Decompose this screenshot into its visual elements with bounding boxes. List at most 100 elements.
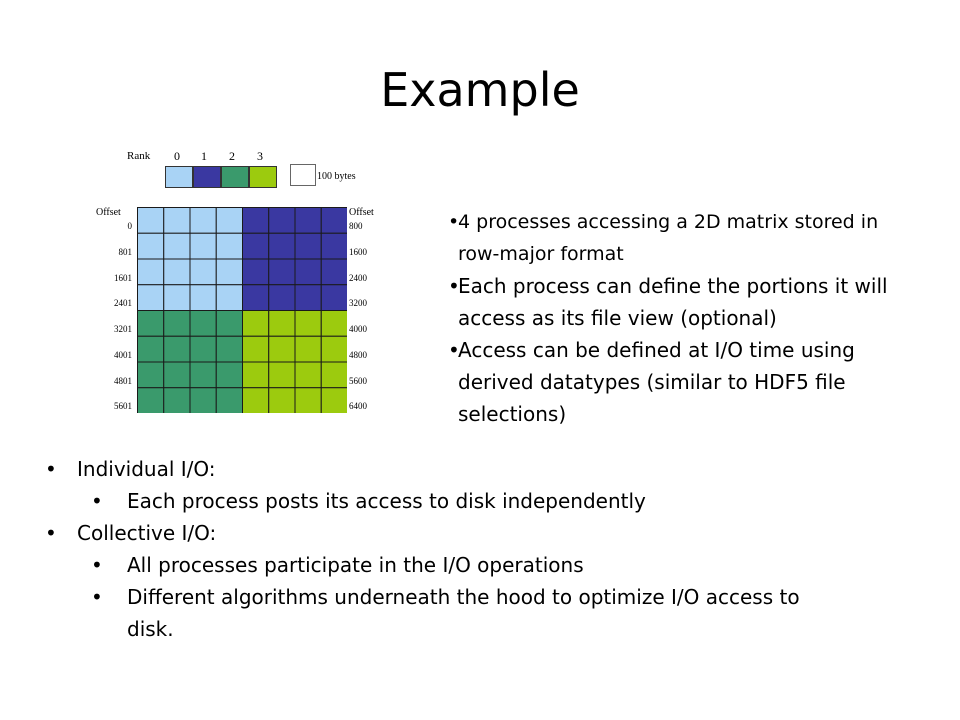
- matrix-cell-rank-0: [189, 207, 217, 234]
- bullet-dot: •: [91, 553, 103, 577]
- matrix-cell-rank-3: [320, 335, 347, 363]
- matrix-cell-rank-0: [215, 232, 243, 260]
- matrix-cell-rank-1: [320, 258, 347, 286]
- matrix-cell-rank-3: [242, 361, 270, 389]
- bullet-collective-io: • Collective I/O:: [45, 517, 925, 549]
- matrix-cell-rank-2: [215, 387, 243, 413]
- bullet-text: Collective I/O:: [77, 521, 217, 545]
- matrix-cell-rank-0: [137, 284, 165, 311]
- matrix-cell-rank-3: [294, 335, 322, 363]
- rank-number-1: 1: [201, 149, 207, 163]
- offset-label-left: 2401: [114, 298, 132, 309]
- bullet-text: All processes participate in the I/O ope…: [127, 553, 584, 577]
- matrix-cell-rank-2: [189, 335, 217, 363]
- offset-label-right: 1600: [349, 246, 367, 257]
- bullet-dot: •: [448, 274, 460, 298]
- matrix-cell-rank-2: [137, 361, 165, 389]
- matrix-cell-rank-2: [163, 361, 191, 389]
- sub-bullet-collective-2: • Different algorithms underneath the ho…: [45, 581, 807, 645]
- offset-label-right: 6400: [349, 401, 367, 412]
- legend-swatch-rank-2: [221, 166, 249, 188]
- matrix-cell-rank-0: [189, 232, 217, 260]
- right-bullet-text: Access can be defined at I/O time using …: [458, 338, 855, 426]
- offset-label-right: 4000: [349, 324, 367, 334]
- right-bullet-item: • 4 processes accessing a 2D matrix stor…: [448, 206, 912, 270]
- matrix-cell-rank-2: [215, 310, 243, 337]
- matrix-cell-rank-1: [320, 207, 347, 234]
- matrix-cell-rank-3: [242, 335, 270, 363]
- rank-number-0: 0: [174, 149, 180, 163]
- matrix-cell-rank-2: [215, 335, 243, 363]
- offset-label-right: 4800: [349, 349, 367, 360]
- matrix-cell-rank-0: [163, 284, 191, 311]
- legend-unit-label: 100 bytes: [317, 171, 356, 182]
- offset-label-left: 801: [118, 246, 133, 257]
- matrix-cell-rank-0: [163, 258, 191, 286]
- offset-label-right: 2400: [349, 272, 367, 283]
- slide-title: Example: [380, 63, 580, 117]
- matrix-cell-rank-1: [268, 207, 296, 234]
- offset-label-right: 3200: [349, 298, 367, 309]
- bullet-dot: •: [91, 585, 103, 609]
- right-bullet-item: • Each process can define the portions i…: [448, 270, 912, 334]
- main-bullet-list: • Individual I/O: • Each process posts i…: [45, 453, 925, 645]
- matrix-cell-rank-2: [163, 310, 191, 337]
- legend-swatch-rank-3: [249, 166, 277, 188]
- matrix-cell-rank-3: [268, 387, 296, 413]
- matrix-cell-rank-1: [320, 284, 347, 311]
- matrix-cell-rank-2: [137, 335, 165, 363]
- offset-label-left: 3201: [114, 324, 132, 334]
- matrix-cell-rank-0: [137, 258, 165, 286]
- right-bullet-list: • 4 processes accessing a 2D matrix stor…: [448, 206, 912, 430]
- matrix-cell-rank-3: [294, 387, 322, 413]
- matrix-cell-rank-3: [294, 310, 322, 337]
- bullet-dot: •: [45, 521, 57, 545]
- bullet-dot: •: [448, 338, 460, 362]
- rank-number-2: 2: [229, 149, 235, 163]
- matrix-cell-rank-1: [268, 258, 296, 286]
- bullet-text: Different algorithms underneath the hood…: [127, 585, 800, 641]
- matrix-cell-rank-1: [268, 284, 296, 311]
- legend-unit-box: [290, 164, 316, 186]
- rank-label: Rank: [127, 150, 151, 162]
- right-bullet-item: • Access can be defined at I/O time usin…: [448, 334, 912, 430]
- matrix-cell-rank-2: [137, 310, 165, 337]
- matrix-cell-rank-3: [320, 361, 347, 389]
- offset-label-left: 4001: [114, 349, 132, 360]
- matrix-cell-rank-2: [189, 387, 217, 413]
- offset-label-right: 800: [349, 221, 363, 231]
- matrix-cell-rank-0: [189, 258, 217, 286]
- matrix-cell-rank-3: [320, 387, 347, 413]
- matrix-cell-rank-3: [242, 387, 270, 413]
- matrix-cell-rank-1: [294, 258, 322, 286]
- offset-label-left: 5601: [114, 401, 132, 412]
- matrix-cell-rank-0: [215, 207, 243, 234]
- sub-bullet-individual: • Each process posts its access to disk …: [45, 485, 925, 517]
- matrix-cell-rank-1: [268, 232, 296, 260]
- matrix-cell-rank-2: [189, 361, 217, 389]
- matrix-cell-rank-1: [294, 232, 322, 260]
- matrix-cell-rank-3: [268, 310, 296, 337]
- matrix-cell-rank-0: [163, 232, 191, 260]
- matrix-cell-rank-1: [242, 232, 270, 260]
- legend-swatch-rank-0: [165, 166, 193, 188]
- matrix-cell-rank-0: [215, 258, 243, 286]
- matrix-cell-rank-3: [320, 310, 347, 337]
- bullet-text: Individual I/O:: [77, 457, 216, 481]
- bullet-dot: •: [448, 211, 460, 233]
- matrix-cell-rank-1: [294, 207, 322, 234]
- rank-number-3: 3: [257, 149, 263, 163]
- bullet-dot: •: [45, 457, 57, 481]
- matrix-cell-rank-0: [215, 284, 243, 311]
- matrix-cell-rank-3: [268, 361, 296, 389]
- offset-header-left: Offset: [96, 207, 121, 218]
- bullet-individual-io: • Individual I/O:: [45, 453, 925, 485]
- right-bullet-text: 4 processes accessing a 2D matrix stored…: [458, 211, 879, 265]
- matrix-cell-rank-3: [268, 335, 296, 363]
- matrix-cell-rank-1: [320, 232, 347, 260]
- matrix-cell-rank-2: [163, 335, 191, 363]
- matrix-cell-rank-2: [163, 387, 191, 413]
- matrix-cell-rank-1: [294, 284, 322, 311]
- right-bullet-text: Each process can define the portions it …: [458, 274, 888, 330]
